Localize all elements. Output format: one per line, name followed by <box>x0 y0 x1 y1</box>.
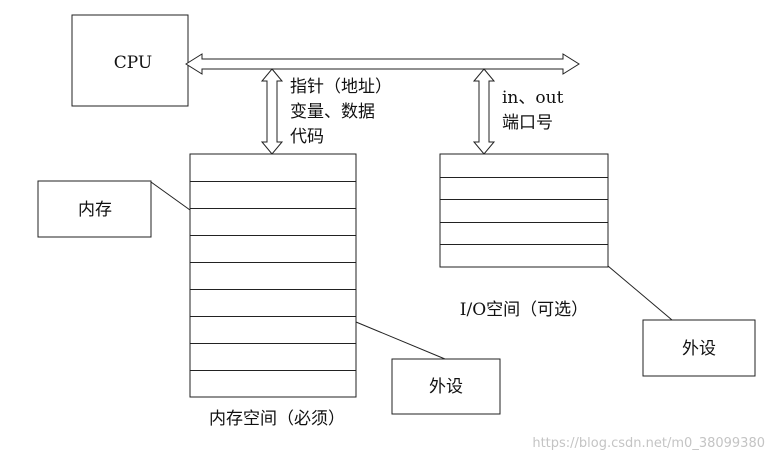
memory-space-label: 内存空间（必须） <box>209 409 345 429</box>
memory-space-column <box>189 153 357 398</box>
system-bus-arrow <box>185 53 580 75</box>
io-space-column <box>439 153 609 268</box>
peripheral-memory-leader <box>355 321 446 360</box>
peripheral-io-leader <box>607 265 673 321</box>
io-bus-text-line-1: in、out <box>502 88 564 108</box>
peripheral-memory-label: 外设 <box>429 377 463 397</box>
memory-space-outline <box>189 153 357 398</box>
io-space-outline <box>439 153 609 268</box>
memory-callout-label: 内存 <box>78 200 112 220</box>
memory-callout-leader <box>150 181 191 211</box>
peripheral-io-label: 外设 <box>682 339 716 359</box>
io-bus-text-line-2: 端口号 <box>502 113 553 133</box>
memory-bus-text-line-2: 变量、数据 <box>290 102 375 122</box>
memory-callout-box <box>37 180 152 238</box>
io-bus-arrow <box>472 68 496 155</box>
memory-bus-arrow <box>260 68 284 155</box>
cpu-label: CPU <box>114 53 152 73</box>
peripheral-io-box <box>642 319 756 377</box>
cpu-box <box>71 14 189 107</box>
memory-bus-text-line-1: 指针（地址） <box>290 77 392 97</box>
io-space-label: I/O空间（可选） <box>460 300 588 320</box>
peripheral-memory-box <box>391 358 501 415</box>
memory-bus-text-line-3: 代码 <box>290 127 324 147</box>
watermark-text: https://blog.csdn.net/m0_38099380 <box>532 436 765 451</box>
